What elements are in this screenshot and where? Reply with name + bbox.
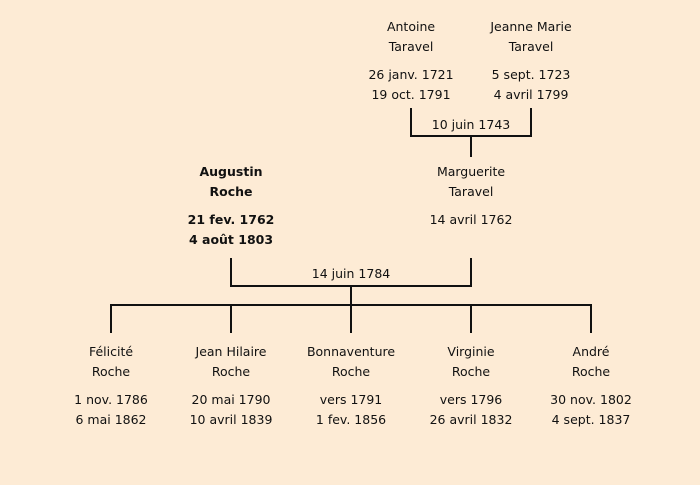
child-birth: 1 nov. 1786 [74,392,148,407]
child-first-name: André [572,344,610,359]
person-first-name: Marguerite [436,164,506,179]
person-birth: 26 janv. 1721 [368,67,454,82]
child-death: 26 avril 1832 [429,412,513,427]
person-birth: 5 sept. 1723 [491,67,571,82]
child-last-name: Roche [211,364,251,379]
child-death: 6 mai 1862 [75,412,147,427]
child-first-name: Bonnaventure [306,344,396,359]
person-death: 4 août 1803 [188,232,274,247]
person-last-name: Taravel [448,184,494,199]
child-birth: vers 1791 [319,392,383,407]
child-first-name: Félicité [88,344,134,359]
person-birth: 14 avril 1762 [429,212,513,227]
person-first-name: Augustin [199,164,263,179]
person-last-name: Roche [209,184,253,199]
child-last-name: Roche [91,364,131,379]
child-birth: 20 mai 1790 [191,392,271,407]
child-first-name: Jean Hilaire [195,344,267,359]
person-birth: 21 fev. 1762 [187,212,275,227]
child-first-name: Virginie [447,344,495,359]
child-last-name: Roche [571,364,611,379]
child-death: 4 sept. 1837 [551,412,631,427]
marriage-date: 10 juin 1743 [431,117,511,132]
child-last-name: Roche [331,364,371,379]
person-death: 19 oct. 1791 [371,87,451,102]
marriage-date: 14 juin 1784 [311,266,391,281]
child-birth: vers 1796 [439,392,503,407]
child-death: 1 fev. 1856 [315,412,387,427]
person-last-name: Taravel [388,39,434,54]
child-birth: 30 nov. 1802 [550,392,632,407]
person-first-name: Antoine [386,19,436,34]
person-last-name: Taravel [508,39,554,54]
person-first-name: Jeanne Marie [490,19,572,34]
child-last-name: Roche [451,364,491,379]
person-death: 4 avril 1799 [493,87,569,102]
child-death: 10 avril 1839 [189,412,273,427]
